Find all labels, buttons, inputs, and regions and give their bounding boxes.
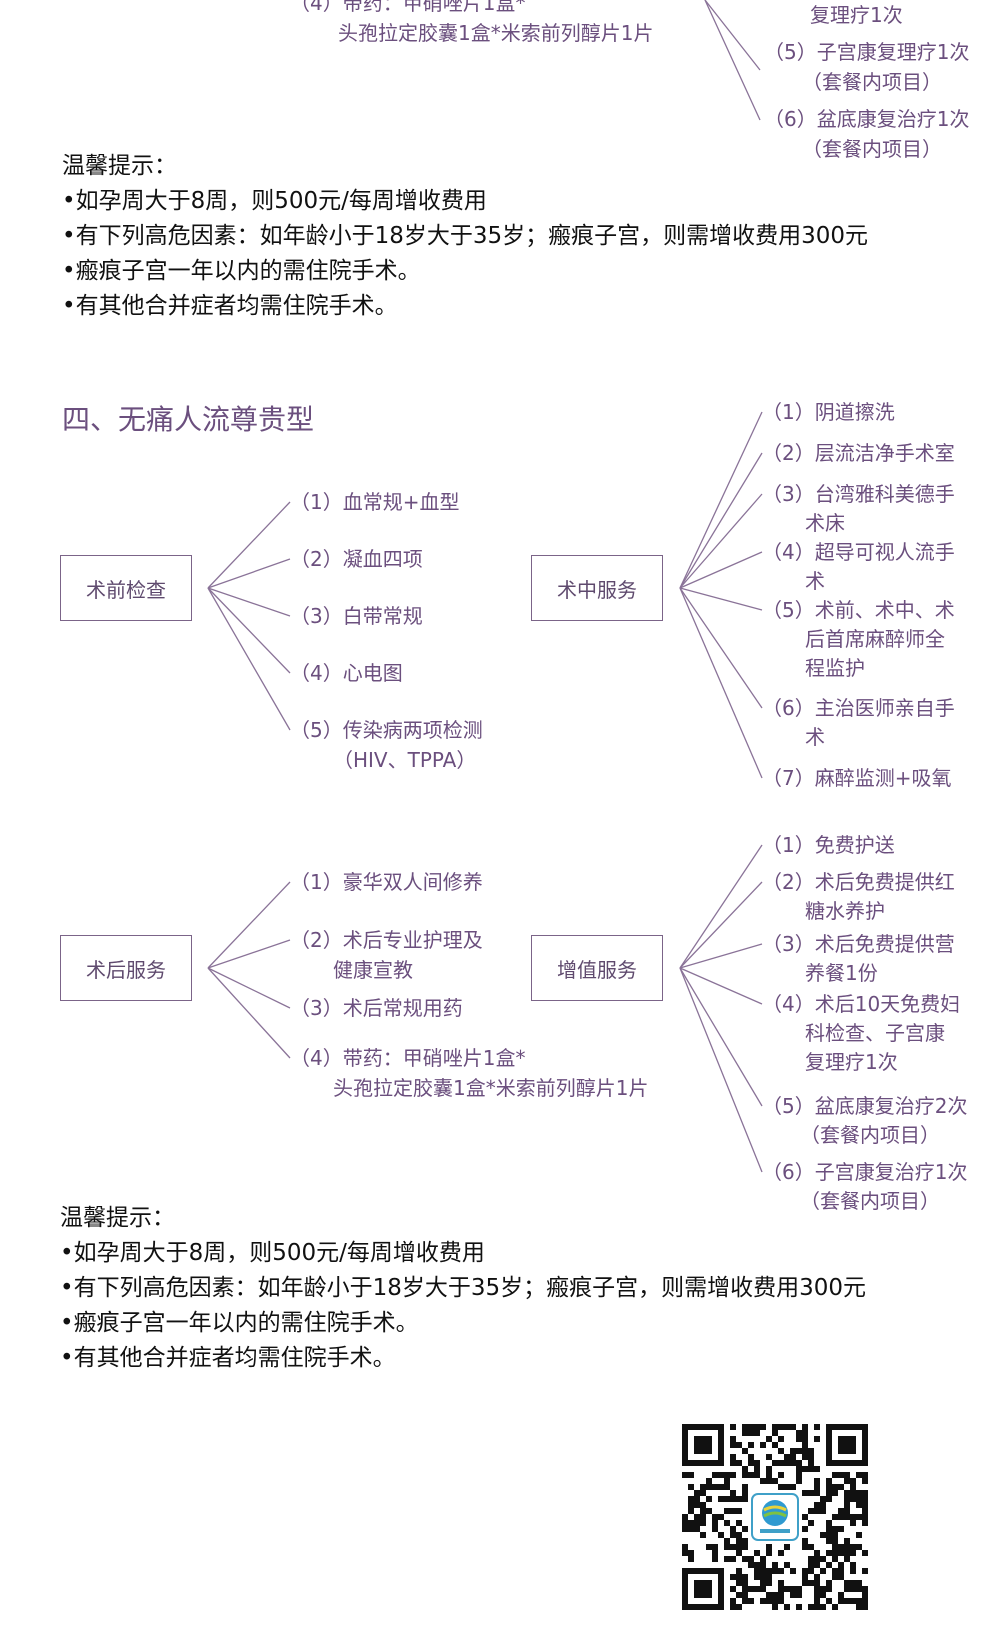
hospital-logo-icon bbox=[751, 1493, 799, 1541]
post-item-4: （4）带药：甲硝唑片1盒* bbox=[290, 1046, 526, 1070]
bottom-tip-line-4: •有其他合并症者均需住院手术。 bbox=[60, 1345, 396, 1371]
value-item-3-cont: 养餐1份 bbox=[805, 961, 878, 985]
post-item-2-cont: 健康宣教 bbox=[333, 958, 413, 982]
bottom-tip-line-1: •如孕周大于8周，则500元/每周增收费用 bbox=[60, 1240, 485, 1266]
post-service-box: 术后服务 bbox=[60, 935, 192, 1001]
top-right-item-5-note: （套餐内项目） bbox=[802, 70, 942, 94]
value-item-5-note: （套餐内项目） bbox=[800, 1123, 940, 1147]
bottom-tip-line-3: •瘢痕子宫一年以内的需住院手术。 bbox=[60, 1310, 419, 1336]
intra-item-6: （6）主治医师亲自手 bbox=[762, 696, 955, 720]
value-item-4: （4）术后10天免费妇 bbox=[762, 992, 961, 1016]
pre-exam-item-5-note: （HIV、TPPA） bbox=[333, 748, 477, 772]
pre-exam-box: 术前检查 bbox=[60, 555, 192, 621]
value-item-4-cont-1: 科检查、子宫康 bbox=[805, 1021, 945, 1045]
top-tip-line-1: •如孕周大于8周，则500元/每周增收费用 bbox=[62, 188, 487, 214]
intra-item-4-cont: 术 bbox=[805, 569, 825, 593]
intra-item-2: （2）层流洁净手术室 bbox=[762, 441, 955, 465]
intra-item-5-cont-1: 后首席麻醉师全 bbox=[805, 627, 945, 651]
intra-item-3: （3）台湾雅科美德手 bbox=[762, 482, 955, 506]
value-item-2: （2）术后免费提供红 bbox=[762, 870, 955, 894]
top-right-item-6-note: （套餐内项目） bbox=[802, 137, 942, 161]
post-item-2: （2）术后专业护理及 bbox=[290, 928, 483, 952]
post-item-3: （3）术后常规用药 bbox=[290, 996, 463, 1020]
top-tips-title: 温馨提示： bbox=[62, 153, 177, 179]
intra-item-5-cont-2: 程监护 bbox=[805, 656, 865, 680]
intra-item-1: （1）阴道擦洗 bbox=[762, 400, 895, 424]
top-tip-line-4: •有其他合并症者均需住院手术。 bbox=[62, 293, 398, 319]
value-item-2-cont: 糖水养护 bbox=[805, 899, 885, 923]
pre-exam-item-1: （1）血常规+血型 bbox=[290, 490, 460, 514]
intra-item-4: （4）超导可视人流手 bbox=[762, 540, 955, 564]
section-title: 四、无痛人流尊贵型 bbox=[62, 403, 315, 436]
top-tip-line-3: •瘢痕子宫一年以内的需住院手术。 bbox=[62, 258, 421, 284]
value-item-3: （3）术后免费提供营 bbox=[762, 932, 955, 956]
intra-item-6-cont: 术 bbox=[805, 725, 825, 749]
top-left-item-4-cont: 头孢拉定胶囊1盒*米索前列醇片1片 bbox=[338, 21, 654, 45]
bottom-tips-title: 温馨提示： bbox=[60, 1205, 175, 1231]
value-service-box: 增值服务 bbox=[531, 935, 663, 1001]
pre-exam-item-3: （3）白带常规 bbox=[290, 604, 423, 628]
value-item-1: （1）免费护送 bbox=[762, 833, 895, 857]
pre-exam-item-2: （2）凝血四项 bbox=[290, 547, 423, 571]
intra-item-3-cont: 术床 bbox=[805, 511, 845, 535]
pre-exam-item-5: （5）传染病两项检测 bbox=[290, 718, 483, 742]
bottom-tip-line-2: •有下列高危因素：如年龄小于18岁大于35岁；瘢痕子宫，则需增收费用300元 bbox=[60, 1275, 866, 1301]
pre-exam-item-4: （4）心电图 bbox=[290, 661, 403, 685]
post-item-4-cont: 头孢拉定胶囊1盒*米索前列醇片1片 bbox=[333, 1076, 649, 1100]
top-right-item-4-cont: 复理疗1次 bbox=[810, 3, 903, 27]
intra-service-box: 术中服务 bbox=[531, 555, 663, 621]
value-item-6: （6）子宫康复治疗1次 bbox=[762, 1160, 968, 1184]
top-left-item-4: （4）带药：甲硝唑片1盒* bbox=[290, 0, 526, 15]
value-item-4-cont-2: 复理疗1次 bbox=[805, 1050, 898, 1074]
post-item-1: （1）豪华双人间修养 bbox=[290, 870, 483, 894]
top-tip-line-2: •有下列高危因素：如年龄小于18岁大于35岁；瘢痕子宫，则需增收费用300元 bbox=[62, 223, 868, 249]
value-item-5: （5）盆底康复治疗2次 bbox=[762, 1094, 968, 1118]
intra-item-7: （7）麻醉监测+吸氧 bbox=[762, 766, 952, 790]
qr-code-icon bbox=[682, 1424, 868, 1610]
top-right-item-6: （6）盆底康复治疗1次 bbox=[764, 107, 970, 131]
intra-item-5: （5）术前、术中、术 bbox=[762, 598, 955, 622]
value-item-6-note: （套餐内项目） bbox=[800, 1189, 940, 1213]
top-right-item-5: （5）子宫康复理疗1次 bbox=[764, 40, 970, 64]
